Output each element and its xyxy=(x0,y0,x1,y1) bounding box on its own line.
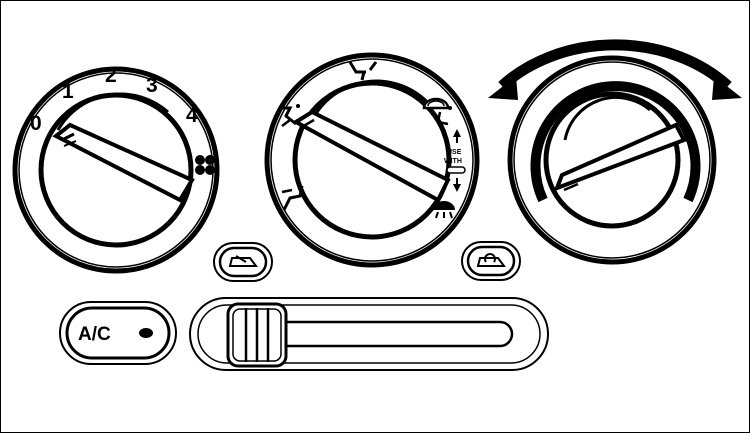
face-feet-icon xyxy=(281,104,300,127)
fan-icon xyxy=(195,155,215,175)
face-vent-icon xyxy=(348,61,378,81)
fan-knob-pointer xyxy=(52,122,195,203)
slider-grip-icon[interactable] xyxy=(226,302,288,368)
mode-selector-knob[interactable]: USE WITH xyxy=(264,52,480,268)
fan-speed-label-4: 4 xyxy=(186,104,198,127)
bidirectional-arrow-icon xyxy=(488,39,742,100)
fan-speed-label-1: 1 xyxy=(62,80,74,103)
feet-icon xyxy=(281,185,304,211)
ac-button[interactable]: A/C xyxy=(59,301,177,365)
mode-knob-pointer xyxy=(292,109,451,203)
use-with-note: USE WITH xyxy=(444,129,466,192)
ac-indicator-icon xyxy=(139,328,153,338)
temperature-knob[interactable] xyxy=(488,39,742,265)
feet-defrost-icon xyxy=(422,97,452,126)
fan-speed-label-0: 0 xyxy=(30,112,42,135)
use-with-note-line1: USE xyxy=(447,149,462,156)
air-intake-slider[interactable] xyxy=(189,297,549,371)
fan-speed-knob[interactable]: 0 1 2 3 4 xyxy=(12,64,220,274)
recirculation-button[interactable] xyxy=(461,241,521,281)
fan-speed-label-3: 3 xyxy=(146,74,158,97)
recirculation-icon xyxy=(476,253,506,267)
fresh-air-button[interactable] xyxy=(213,242,273,282)
fresh-air-icon xyxy=(228,255,258,267)
temperature-knob-pointer xyxy=(553,122,687,192)
use-with-note-line2: WITH xyxy=(444,158,462,165)
defrost-icon xyxy=(433,201,455,219)
fan-speed-label-2: 2 xyxy=(105,64,117,87)
ac-button-label: A/C xyxy=(78,324,111,345)
